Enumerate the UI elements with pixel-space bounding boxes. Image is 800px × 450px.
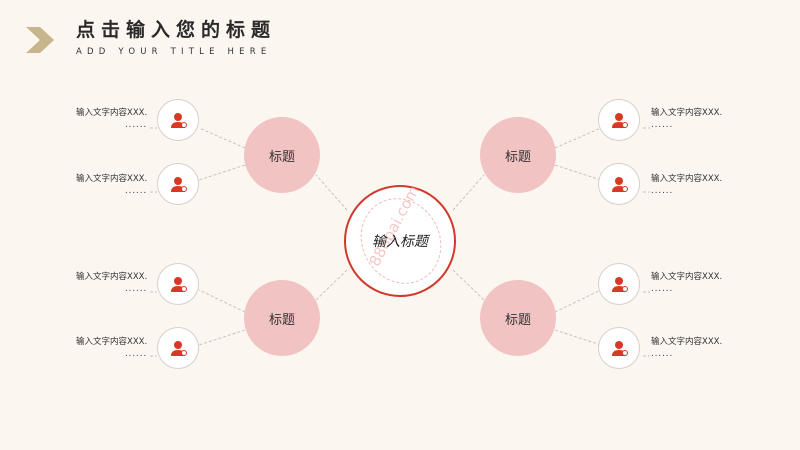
item-text: 输入文字内容XXX....... [76,108,148,130]
user-icon [612,277,628,292]
leaf-node [157,263,199,305]
item-text: 输入文字内容XXX....... [651,272,723,294]
leaf-node [598,163,640,205]
user-icon [171,341,187,356]
item-text: 输入文字内容XXX....... [76,272,148,294]
branch-node-top-left: 标题 [244,117,320,193]
leaf-node [157,99,199,141]
item-text: 输入文字内容XXX....... [651,174,723,196]
item-text: 输入文字内容XXX....... [76,174,148,196]
chevron-right-icon [26,27,54,53]
center-label: 输入标题 [372,234,428,250]
user-icon [612,177,628,192]
user-icon [612,113,628,128]
leaf-node [157,327,199,369]
user-icon [171,277,187,292]
branch-node-top-right: 标题 [480,117,556,193]
user-icon [171,113,187,128]
item-text: 输入文字内容XXX....... [651,108,723,130]
branch-node-bottom-left: 标题 [244,280,320,356]
user-icon [612,341,628,356]
center-node: 888pai.com 输入标题 [344,183,457,299]
leaf-node [157,163,199,205]
item-text: 输入文字内容XXX....... [76,337,148,359]
user-icon [171,177,187,192]
leaf-node [598,263,640,305]
branch-node-bottom-right: 标题 [480,280,556,356]
leaf-node [598,99,640,141]
page-subtitle: ADD YOUR TITLE HERE [76,47,272,57]
leaf-node [598,327,640,369]
page-title: 点击输入您的标题 [76,19,277,41]
item-text: 输入文字内容XXX....... [651,337,723,359]
